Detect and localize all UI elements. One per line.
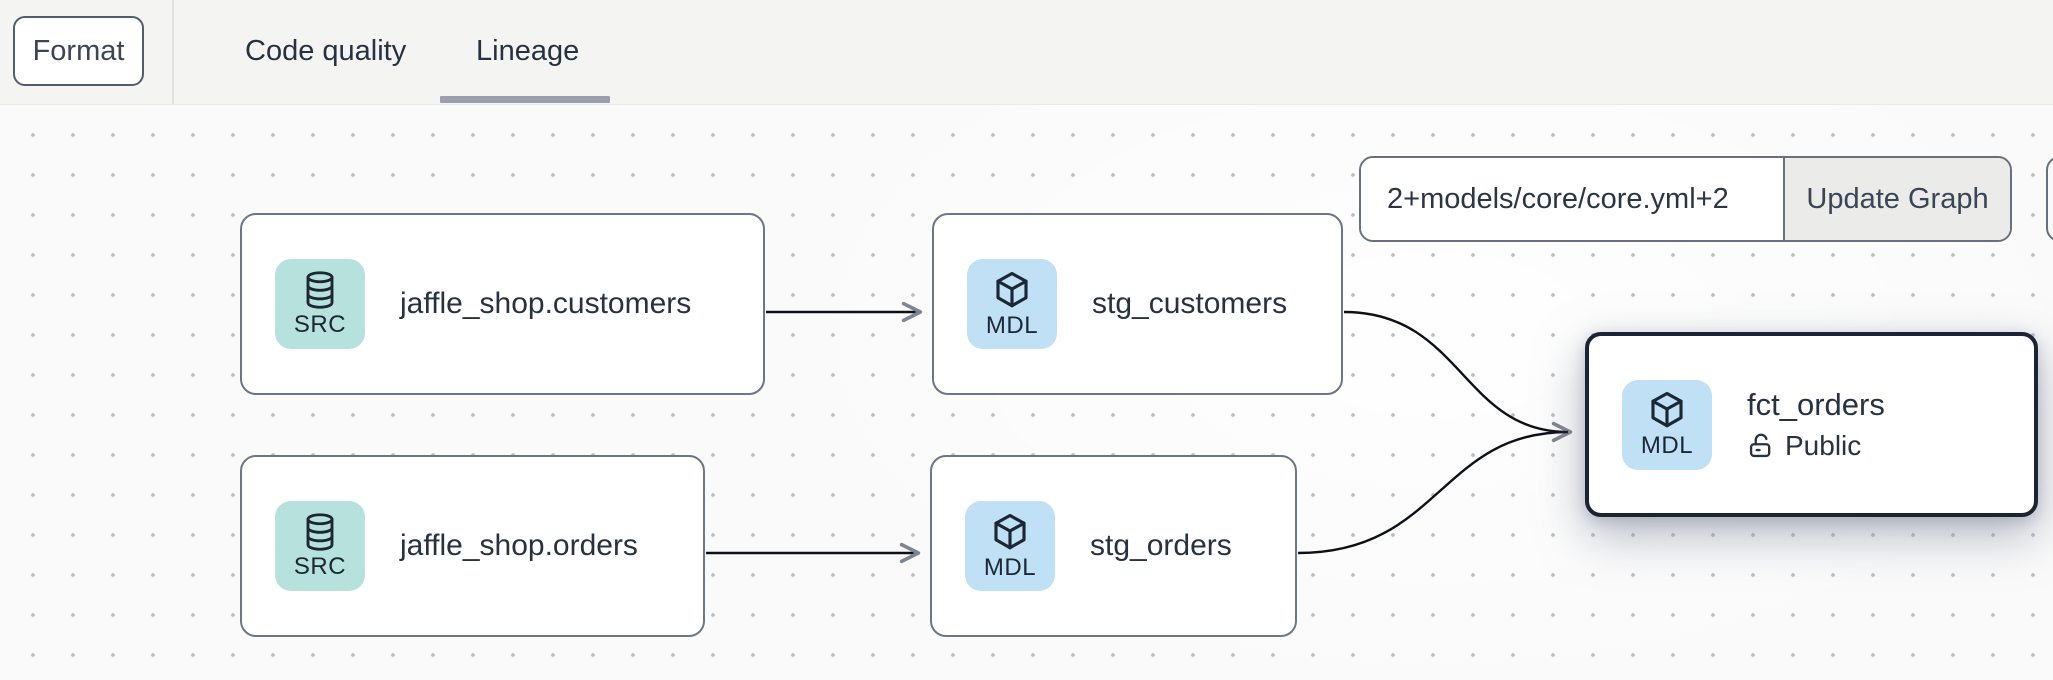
topbar-divider bbox=[172, 0, 174, 104]
badge-label: MDL bbox=[1640, 432, 1694, 459]
selector-input[interactable] bbox=[1361, 158, 1783, 240]
model-type-badge: MDL bbox=[967, 259, 1057, 349]
edge-stgorders-to-fct bbox=[1297, 430, 1569, 555]
top-bar: Format Code quality Lineage bbox=[0, 0, 2053, 105]
active-tab-underline bbox=[440, 96, 610, 103]
node-stg-customers[interactable]: MDL stg_customers bbox=[932, 213, 1343, 395]
format-button[interactable]: Format bbox=[13, 16, 144, 86]
node-label: stg_customers bbox=[1092, 287, 1288, 320]
update-graph-button[interactable]: Update Graph bbox=[1783, 158, 2010, 240]
node-jaffle-shop-orders[interactable]: SRC jaffle_shop.orders bbox=[240, 455, 705, 637]
node-label: fct_orders bbox=[1747, 387, 1885, 422]
model-type-badge: MDL bbox=[1622, 379, 1712, 470]
database-icon bbox=[306, 270, 334, 309]
access-row: Public bbox=[1747, 430, 1885, 462]
node-label: jaffle_shop.orders bbox=[400, 529, 638, 562]
badge-label: SRC bbox=[293, 552, 347, 580]
node-label: stg_orders bbox=[1090, 529, 1232, 562]
node-fct-orders[interactable]: MDL fct_orders Public bbox=[1585, 332, 2038, 517]
badge-label: MDL bbox=[983, 553, 1037, 581]
clipped-toolbar-button[interactable] bbox=[2046, 156, 2053, 242]
source-type-badge: SRC bbox=[275, 501, 365, 591]
model-type-badge: MDL bbox=[965, 501, 1055, 591]
tab-lineage[interactable]: Lineage bbox=[476, 0, 579, 103]
access-label: Public bbox=[1785, 430, 1862, 461]
node-text-block: fct_orders Public bbox=[1747, 387, 1885, 462]
node-jaffle-shop-customers[interactable]: SRC jaffle_shop.customers bbox=[240, 213, 765, 395]
cube-icon bbox=[994, 513, 1026, 549]
cube-icon bbox=[996, 271, 1028, 307]
database-icon bbox=[306, 512, 334, 551]
source-type-badge: SRC bbox=[275, 259, 365, 349]
selector-group: Update Graph bbox=[1359, 156, 2012, 242]
badge-label: SRC bbox=[293, 310, 347, 338]
badge-label: MDL bbox=[985, 311, 1039, 339]
cube-icon bbox=[1651, 391, 1683, 428]
node-stg-orders[interactable]: MDL stg_orders bbox=[930, 455, 1297, 637]
node-label: jaffle_shop.customers bbox=[400, 287, 692, 320]
tab-code-quality[interactable]: Code quality bbox=[245, 0, 406, 103]
lock-open-icon bbox=[1749, 433, 1771, 458]
edge-stgcustomers-to-fct bbox=[1343, 310, 1573, 443]
